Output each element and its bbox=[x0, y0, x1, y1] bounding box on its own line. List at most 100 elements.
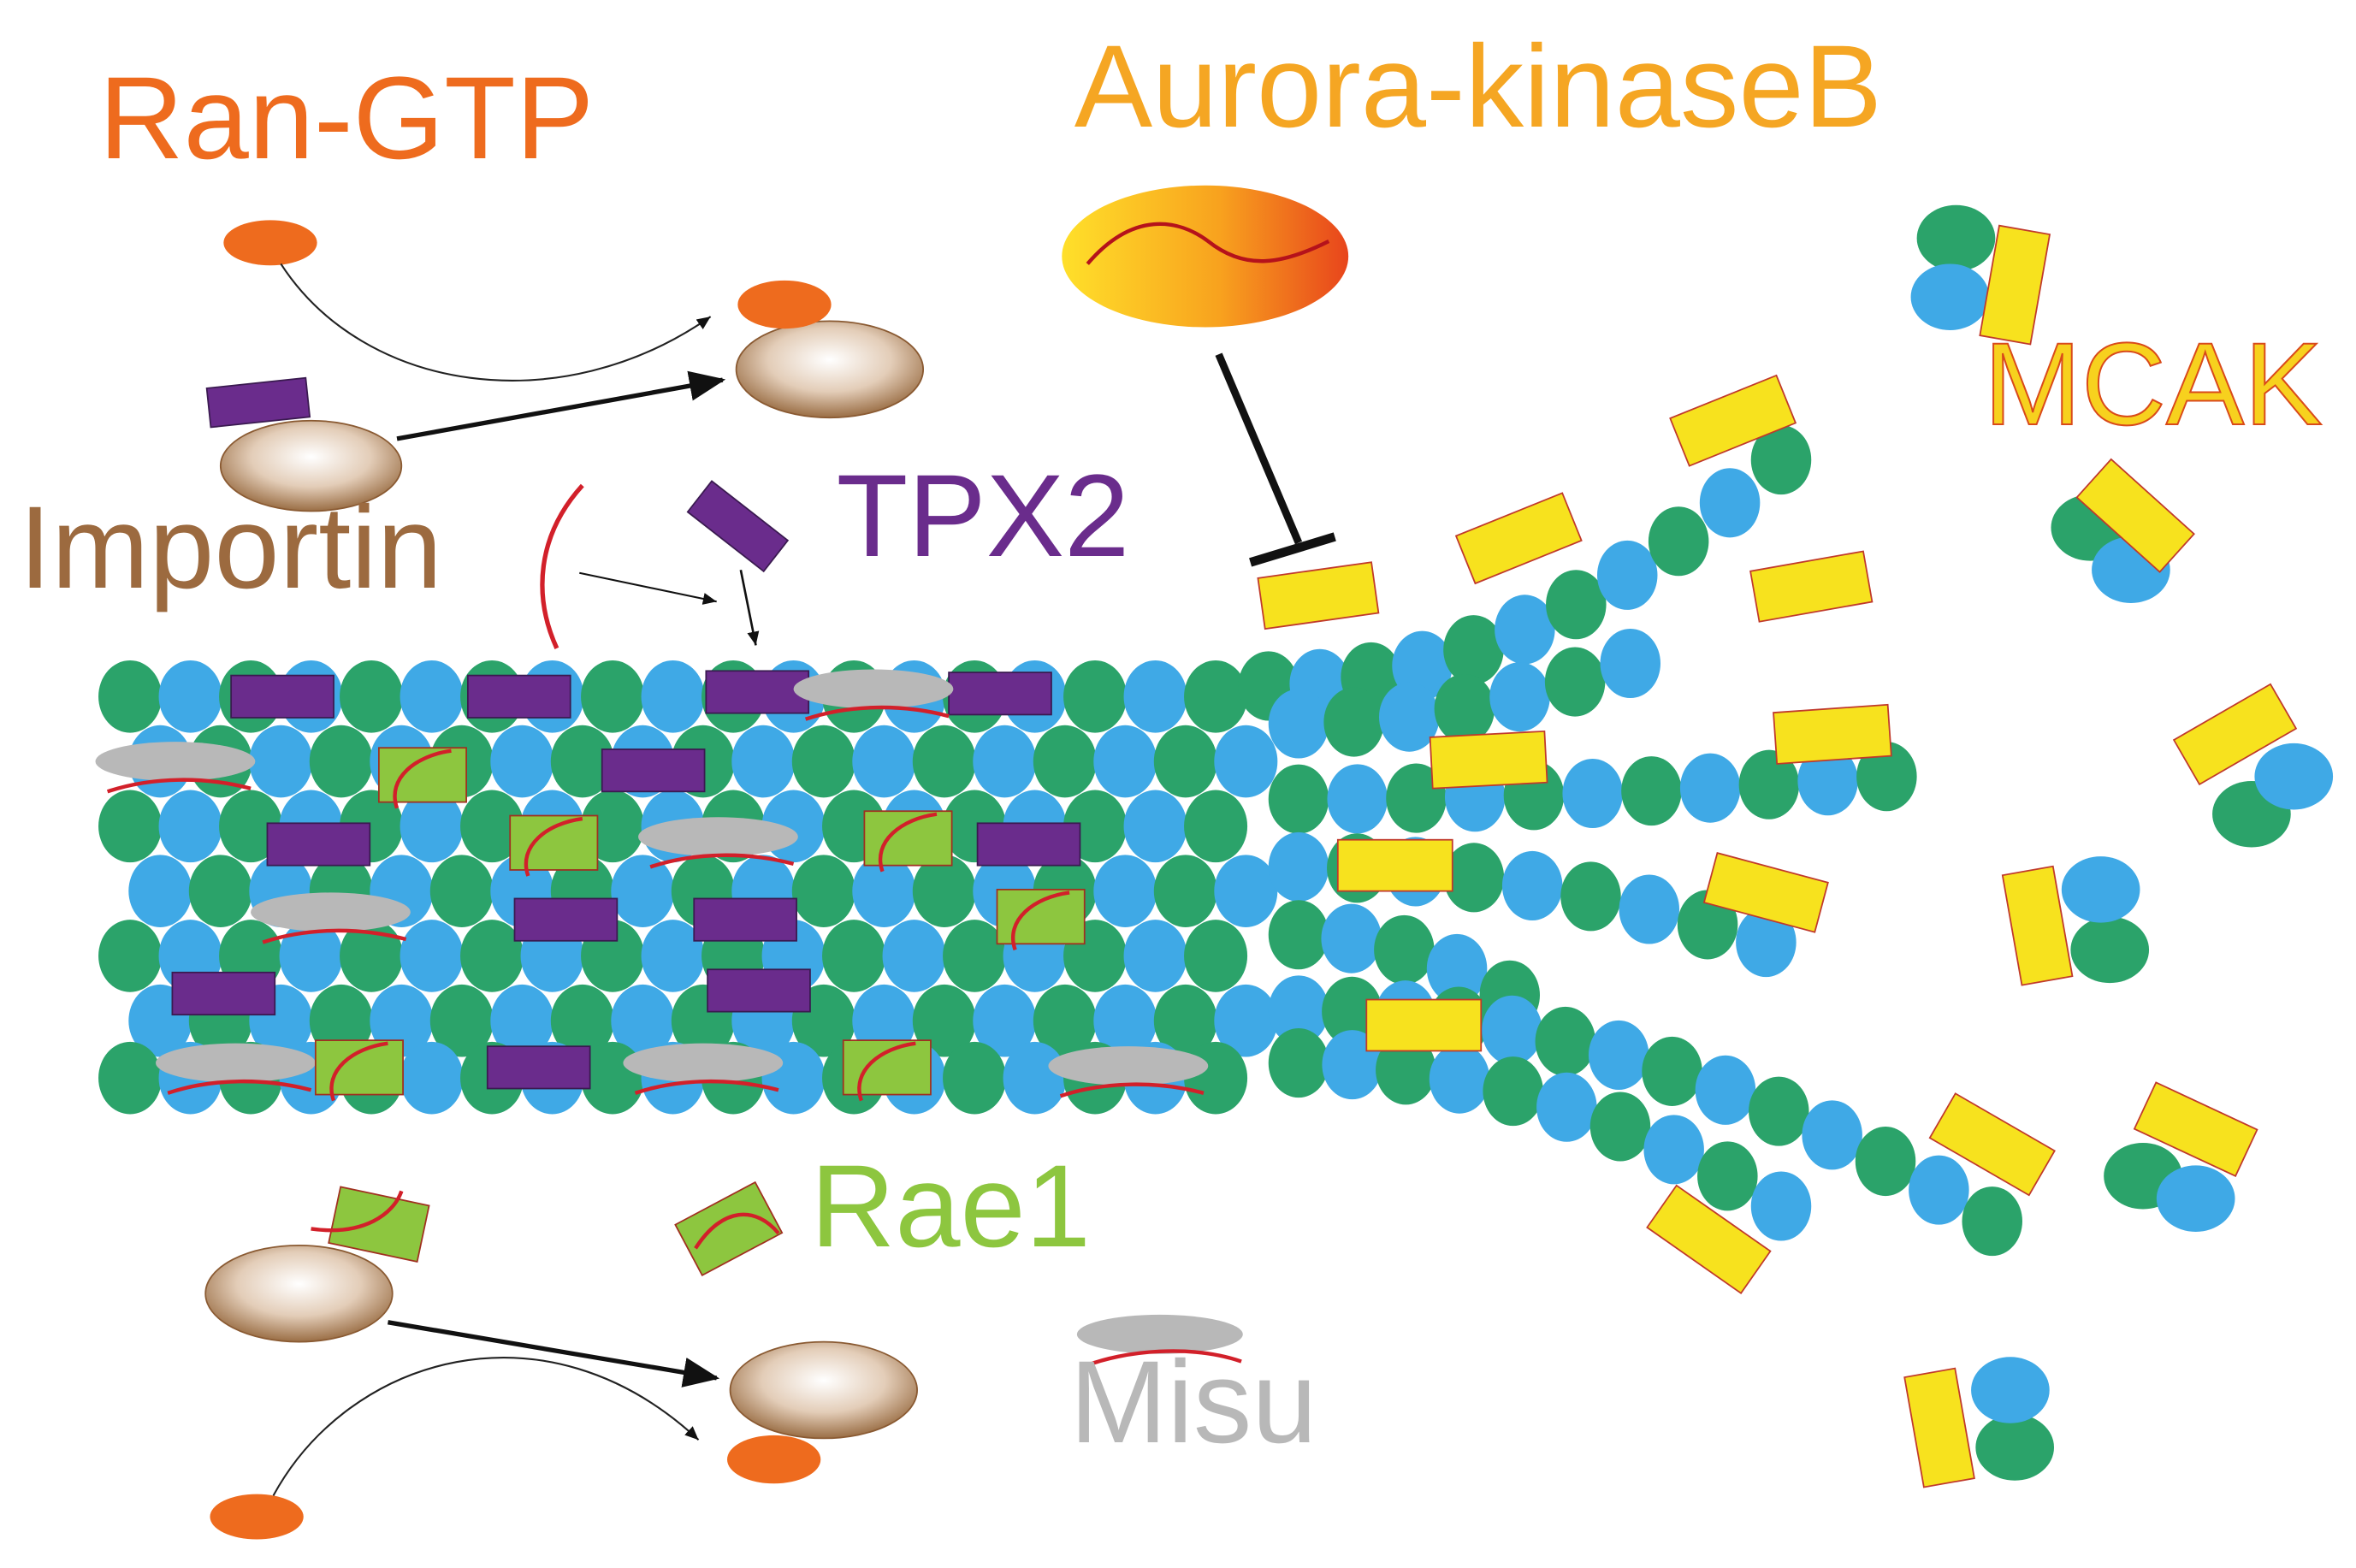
free-tubulin-alpha bbox=[1975, 1414, 2055, 1481]
rae1-red-curve bbox=[393, 748, 452, 809]
misu-red-arc bbox=[540, 483, 584, 649]
rae1-bound-microtubule bbox=[863, 810, 953, 867]
tubulin-subunit bbox=[973, 984, 1037, 1057]
free-mcak-molecule bbox=[1903, 1367, 1975, 1488]
ran-gtp-thin-arrow-bottom bbox=[272, 1357, 700, 1496]
tubulin-subunit bbox=[1699, 468, 1761, 538]
tubulin-subunit bbox=[279, 920, 343, 992]
tubulin-subunit bbox=[1501, 850, 1563, 921]
microtubule-bound-proteins bbox=[95, 374, 2056, 1294]
tubulin-subunit bbox=[1033, 725, 1097, 798]
tubulin-subunit bbox=[1909, 1155, 1969, 1225]
tubulin-subunit bbox=[460, 920, 524, 992]
tubulin-subunit bbox=[550, 725, 614, 798]
tubulin-subunit bbox=[249, 725, 313, 798]
tubulin-subunit bbox=[761, 1041, 826, 1115]
tubulin-subunit bbox=[912, 725, 976, 798]
ran-gtp-label: Ran-GTP bbox=[98, 52, 595, 184]
tubulin-subunit bbox=[370, 984, 434, 1057]
tubulin-subunit bbox=[340, 660, 404, 733]
tubulin-subunit bbox=[1697, 1141, 1758, 1211]
importin-molecule-right bbox=[735, 320, 925, 419]
tpx2-bound-microtubule bbox=[486, 1045, 591, 1090]
rae1-legend-glyph bbox=[674, 1180, 784, 1277]
tubulin-subunit bbox=[1386, 763, 1447, 833]
importin-molecule-bottom-right bbox=[729, 1340, 918, 1440]
tubulin-subunit bbox=[400, 920, 464, 992]
tubulin-subunit bbox=[1374, 914, 1435, 985]
ran-gtp-molecule bbox=[223, 220, 317, 266]
tubulin-subunit bbox=[791, 855, 855, 927]
misu-red-arc bbox=[1059, 1082, 1205, 1098]
tpx2-bound-microtubule bbox=[171, 971, 276, 1016]
misu-red-arc bbox=[634, 1079, 779, 1095]
tubulin-subunit bbox=[128, 855, 192, 927]
rae1-legend-red-curve bbox=[694, 1212, 780, 1250]
tubulin-subunit bbox=[1855, 1127, 1916, 1197]
rae1-red-curve bbox=[857, 1041, 916, 1102]
rae1-bound-microtubule bbox=[314, 1039, 404, 1096]
tubulin-subunit bbox=[1184, 660, 1248, 733]
mcak-bound-microtubule bbox=[1773, 703, 1892, 765]
tubulin-subunit bbox=[158, 790, 222, 863]
ran-gtp-molecule-bottom bbox=[210, 1494, 304, 1540]
free-mcak-molecule bbox=[2075, 458, 2195, 573]
mcak-bound-microtubule bbox=[1928, 1092, 2056, 1197]
tubulin-subunit bbox=[98, 920, 163, 992]
aurora-kinase-molecule bbox=[1062, 185, 1349, 328]
free-tubulin-alpha bbox=[2070, 916, 2150, 984]
free-tubulin-beta bbox=[1971, 1357, 2050, 1423]
misu-bound-microtubule bbox=[251, 892, 411, 932]
aurora-inhibition-bar bbox=[1249, 532, 1336, 567]
misu-legend-red-curve bbox=[1080, 1349, 1242, 1370]
mcak-bound-microtubule bbox=[1646, 1184, 1772, 1294]
tubulin-subunit bbox=[1327, 764, 1388, 834]
mcak-bound-microtubule bbox=[1257, 561, 1380, 630]
misu-label: Misu bbox=[1069, 1336, 1317, 1468]
misu-red-arc bbox=[167, 1079, 312, 1095]
tubulin-subunit bbox=[1033, 984, 1097, 1057]
tubulin-subunit bbox=[1489, 662, 1550, 732]
tubulin-subunit bbox=[1093, 984, 1157, 1057]
tubulin-subunit bbox=[309, 984, 373, 1057]
tubulin-subunit bbox=[1434, 673, 1495, 743]
mcak-bound-microtubule bbox=[1365, 998, 1483, 1052]
tubulin-subunit bbox=[1621, 756, 1682, 826]
free-mcak-molecule bbox=[2172, 683, 2298, 786]
importin-release-arrow bbox=[396, 370, 726, 441]
tubulin-subunit bbox=[1562, 758, 1623, 829]
tubulin-subunit bbox=[1153, 725, 1217, 798]
tubulin-subunit bbox=[1323, 687, 1384, 757]
tubulin-subunit bbox=[1426, 933, 1488, 1003]
tubulin-subunit bbox=[1153, 855, 1217, 927]
tpx2-bound-microtubule bbox=[705, 670, 810, 714]
ran-gtp-thin-arrow bbox=[280, 263, 712, 382]
tubulin-subunit bbox=[1750, 1171, 1812, 1241]
mcak-bound-microtubule bbox=[1454, 492, 1583, 585]
tubulin-subunit bbox=[340, 920, 404, 992]
tubulin-subunit bbox=[1802, 1100, 1862, 1170]
tubulin-subunit bbox=[1268, 900, 1329, 970]
free-tubulin-beta bbox=[1910, 263, 1990, 330]
rae1-red-curve bbox=[311, 1190, 404, 1233]
tubulin-subunit bbox=[882, 920, 946, 992]
importin-molecule-bottom-left bbox=[204, 1244, 394, 1343]
rae1-red-curve bbox=[878, 812, 938, 873]
rae1-bound-importin bbox=[328, 1186, 430, 1263]
free-tubulin-alpha bbox=[1916, 204, 1996, 272]
tubulin-subunit bbox=[791, 725, 855, 798]
tubulin-subunit bbox=[611, 984, 675, 1057]
tubulin-subunit bbox=[1321, 903, 1382, 973]
tubulin-subunit bbox=[1214, 855, 1278, 927]
tubulin-subunit bbox=[1560, 861, 1621, 932]
tubulin-subunit bbox=[1268, 831, 1329, 902]
misu-red-arc bbox=[262, 928, 407, 944]
tubulin-subunit bbox=[1093, 725, 1157, 798]
tubulin-subunit bbox=[1003, 1041, 1067, 1115]
rae1-bound-microtubule bbox=[377, 747, 467, 803]
rae1-red-curve bbox=[1011, 891, 1070, 951]
tubulin-subunit bbox=[460, 790, 524, 863]
tubulin-subunit bbox=[1123, 920, 1187, 992]
